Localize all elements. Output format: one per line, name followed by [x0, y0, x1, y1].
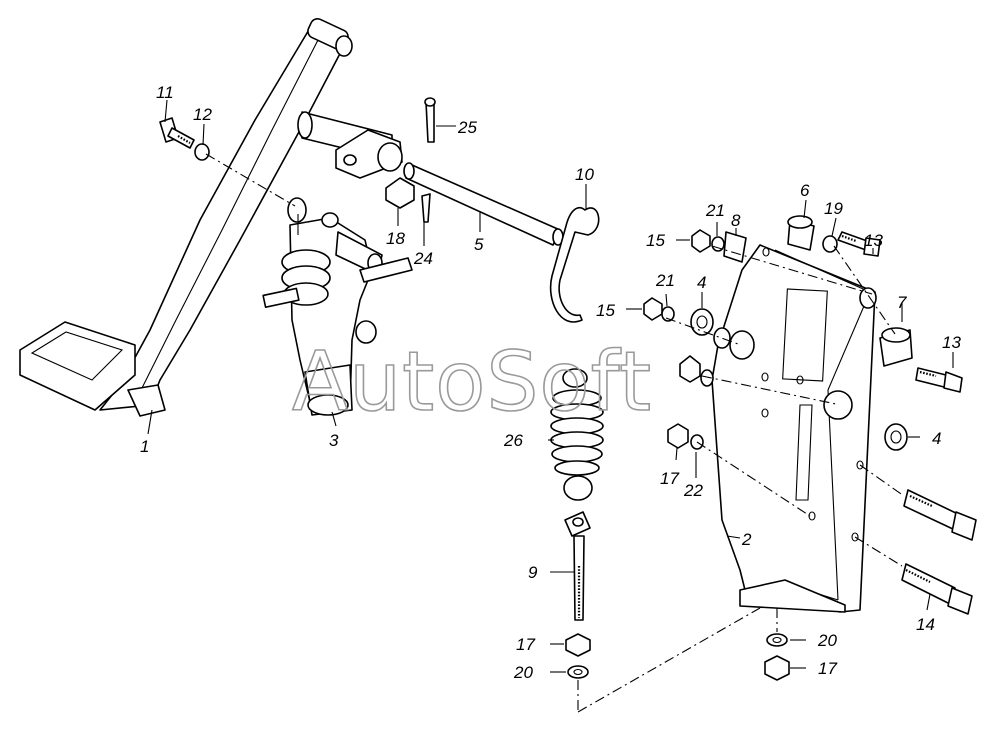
- castle-nut: [385, 177, 415, 209]
- washer-20-right: [766, 633, 788, 647]
- callout-26: 26: [503, 431, 523, 450]
- bolt-14: [901, 563, 973, 615]
- callout-13-lower: 13: [942, 333, 961, 352]
- bolt-13-upper: [837, 231, 881, 257]
- return-spring: [550, 368, 604, 501]
- washer-12: [194, 143, 210, 161]
- callout-3: 3: [329, 431, 339, 450]
- callout-15-upper: 15: [646, 231, 665, 250]
- callout-21-lower: 21: [655, 271, 675, 290]
- callout-6: 6: [800, 181, 810, 200]
- washer-4-upper: [690, 308, 714, 336]
- callout-labels: 1 2 3 4 4 5 6 7 8 9 10 11 12 13 13 14 15…: [140, 83, 961, 682]
- callout-19: 19: [824, 199, 843, 218]
- bolt-long-mid: [903, 489, 977, 541]
- callout-7: 7: [897, 293, 907, 312]
- nut-17-right: [764, 655, 790, 681]
- washer-4-right: [884, 423, 908, 451]
- nut-15-upper: [691, 229, 711, 253]
- callout-12: 12: [193, 105, 212, 124]
- callout-25: 25: [457, 118, 477, 137]
- bolt-11: [159, 117, 195, 149]
- watermark-text: AutoSoft: [292, 335, 652, 430]
- rubber-bumper-7: [879, 327, 913, 367]
- callout-11: 11: [156, 83, 174, 102]
- pedal-shaft-bracket: [297, 111, 403, 179]
- callout-17-left: 17: [516, 635, 535, 654]
- callout-18: 18: [386, 229, 405, 248]
- callout-4-upper: 4: [697, 273, 706, 292]
- clutch-pedal-lever: [19, 17, 353, 417]
- washer-21-upper: [711, 236, 725, 252]
- clutch-master-cylinder: [262, 212, 413, 416]
- callout-17-mid: 17: [660, 469, 679, 488]
- callout-8: 8: [731, 211, 741, 230]
- callout-2: 2: [741, 530, 752, 549]
- callout-15-lower: 15: [596, 301, 615, 320]
- callout-20-right: 20: [817, 631, 837, 650]
- assembly-center-lines: [205, 153, 905, 713]
- callout-9: 9: [528, 563, 538, 582]
- split-pin-25: [424, 97, 436, 143]
- pedal-axis-rod: [403, 162, 564, 246]
- washer-21-lower: [661, 306, 675, 322]
- callout-leader-lines: [147, 99, 954, 673]
- callout-20-left: 20: [513, 663, 533, 682]
- callout-10: 10: [575, 165, 594, 184]
- spring-hook: [549, 206, 600, 323]
- mounting-bracket: [711, 244, 877, 613]
- callout-17-right: 17: [818, 659, 837, 678]
- bolt-13-lower: [915, 367, 963, 393]
- nut-15-lower: [643, 297, 663, 321]
- callout-1: 1: [140, 437, 149, 456]
- nut-17-left: [565, 633, 591, 657]
- callout-14: 14: [916, 615, 935, 634]
- callout-5: 5: [474, 235, 484, 254]
- washer-20-left: [567, 665, 589, 679]
- callout-4-right: 4: [932, 429, 941, 448]
- eye-bolt: [564, 511, 591, 621]
- rubber-bumper-6: [787, 215, 815, 251]
- bushing-8: [723, 231, 747, 263]
- callout-21-upper: 21: [705, 201, 725, 220]
- split-pin-small: [421, 193, 431, 223]
- callout-13-upper: 13: [864, 231, 883, 250]
- callout-22: 22: [683, 481, 703, 500]
- nut-near-plate: [679, 327, 731, 387]
- nut-17-mid: [667, 423, 689, 449]
- callout-24: 24: [413, 249, 433, 268]
- washer-19: [822, 235, 838, 253]
